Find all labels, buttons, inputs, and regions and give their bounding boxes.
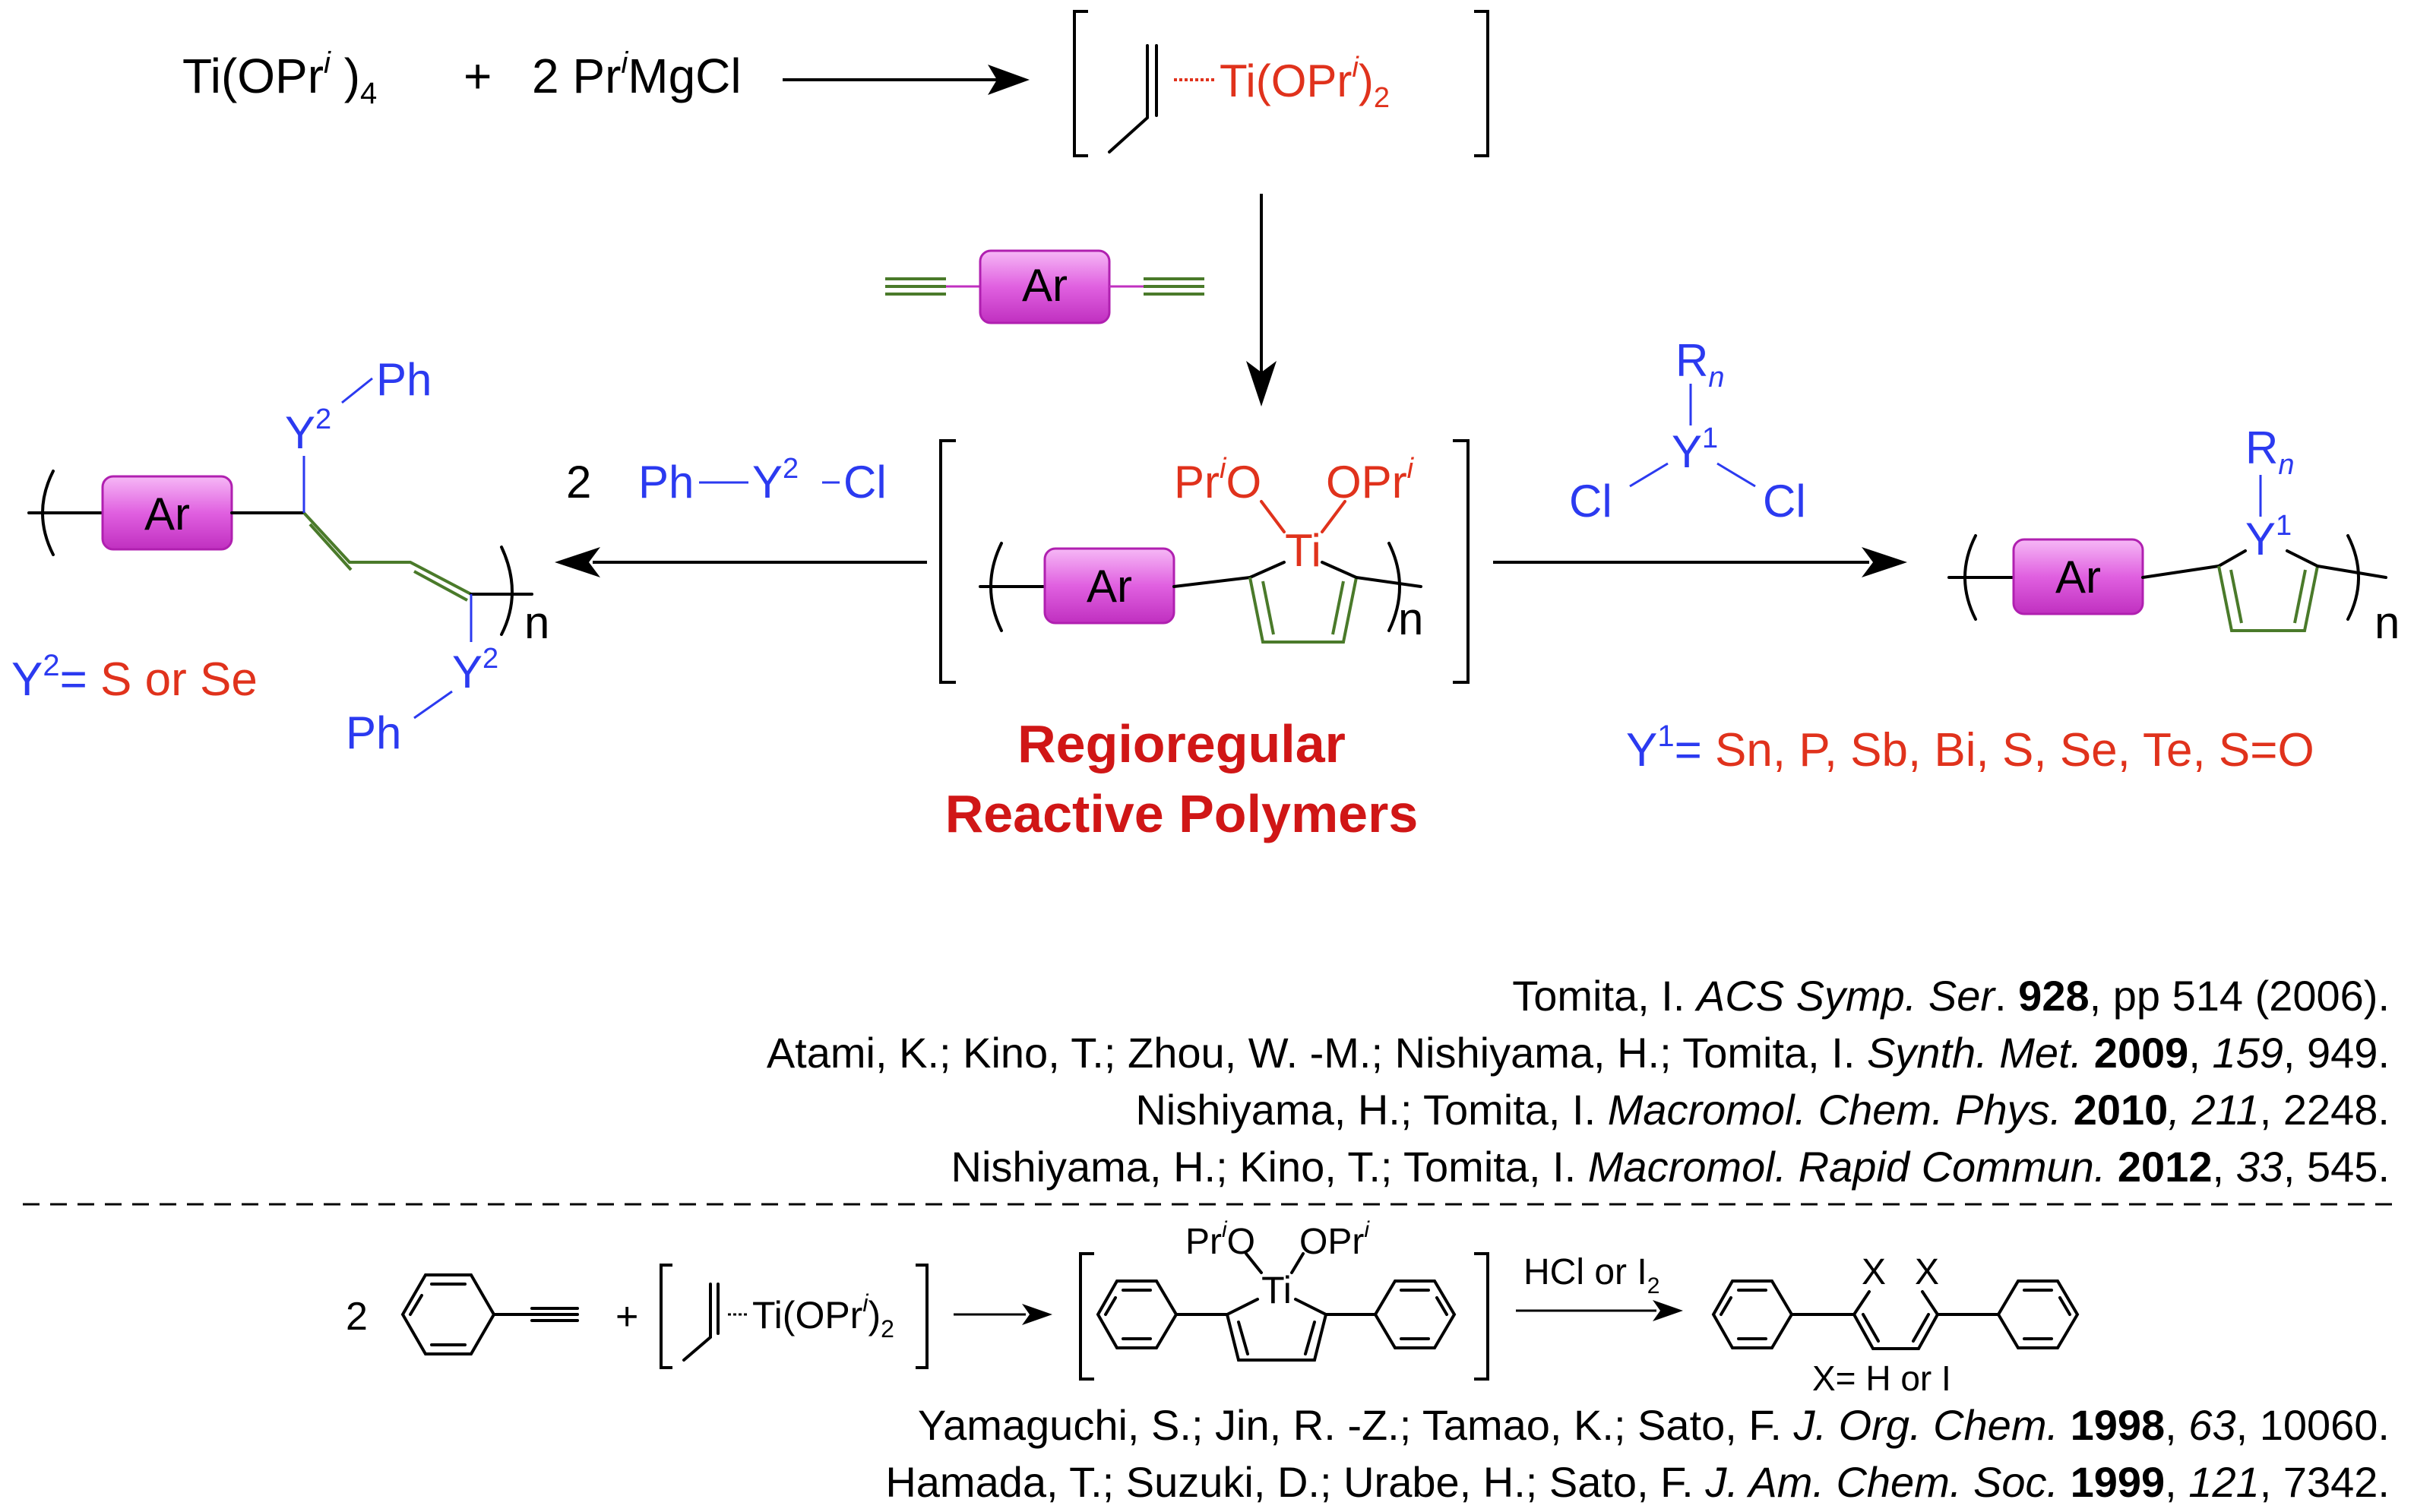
svg-text:Cl: Cl <box>843 457 887 508</box>
intermediate-complex: Ti(OPri)2 <box>1073 10 1489 157</box>
ti-sup: i <box>324 46 331 80</box>
center-polymer: Ar Ti PriO OPri n <box>939 439 1470 684</box>
caption-line2: Reactive Polymers <box>945 784 1419 843</box>
svg-text:Y1: Y1 <box>2245 510 2292 565</box>
svg-text:Rn: Rn <box>2245 422 2294 481</box>
svg-text:Nishiyama, H.; Tomita, I. Macr: Nishiyama, H.; Tomita, I. Macromol. Chem… <box>1135 1086 2390 1134</box>
svg-text:X: X <box>1915 1252 1939 1292</box>
grignard: 2 Pr <box>532 49 621 103</box>
svg-text:Y2: Y2 <box>285 403 331 458</box>
svg-text:2: 2 <box>566 457 591 508</box>
y1-right: Y <box>2245 514 2276 565</box>
legend-y1: Y <box>1626 724 1657 777</box>
svg-text:Tomita, I. ACS Symp. Ser. 928,: Tomita, I. ACS Symp. Ser. 928, pp 514 (2… <box>1512 972 2390 1020</box>
ti-atom-center: Ti <box>1285 525 1321 576</box>
svg-text:Y2: Y2 <box>752 453 799 508</box>
plus-sign: + <box>464 49 492 103</box>
right-reagent: Rn Y1 Cl Cl <box>1569 335 1806 527</box>
repeat-n-left: n <box>524 597 549 648</box>
arrowhead-down <box>1246 361 1277 406</box>
svg-text:Y1: Y1 <box>1672 422 1718 477</box>
svg-text:Ti(OPri)2: Ti(OPri)2 <box>1220 52 1390 114</box>
legend-y1-values: Sn, P, Sb, Bi, S, Se, Te, S=O <box>1715 724 2314 777</box>
top-reagents: Ti(OPri )4 + 2 PriMgCl <box>182 46 742 110</box>
svg-text:OPri: OPri <box>1326 453 1415 508</box>
y2-bottom: Y <box>452 647 482 697</box>
bottom-scheme: 2 + Ti(OPri)2 Ti <box>346 1217 2080 1398</box>
svg-text:Rn: Rn <box>1675 335 1724 394</box>
repeat-n-right: n <box>2374 597 2400 648</box>
ar-label-monomer: Ar <box>1022 260 1068 311</box>
ti-reagent: Ti(OPr <box>182 49 324 103</box>
bottom-plus: + <box>615 1295 638 1339</box>
conditions: HCl or I <box>1523 1252 1647 1292</box>
svg-text:Yamaguchi, S.; Jin, R. -Z.; Ta: Yamaguchi, S.; Jin, R. -Z.; Tamao, K.; S… <box>918 1401 2390 1449</box>
right-product: Ar Y1 Rn n <box>1947 422 2400 648</box>
bottom-coef: 2 <box>346 1295 368 1339</box>
svg-text:Ph: Ph <box>638 457 694 508</box>
ar-label-center: Ar <box>1087 561 1132 612</box>
x-legend: X= H or I <box>1812 1359 1951 1398</box>
svg-text:Nishiyama, H.; Kino, T.; Tomit: Nishiyama, H.; Kino, T.; Tomita, I. Macr… <box>951 1143 2390 1191</box>
svg-text:PriO: PriO <box>1174 453 1261 508</box>
svg-text:OPri: OPri <box>1299 1217 1370 1262</box>
repeat-n-center: n <box>1398 593 1423 644</box>
svg-text:Ti: Ti <box>1261 1269 1292 1311</box>
legend-y2-values: S or Se <box>100 653 258 706</box>
ph-bottom: Ph <box>346 707 401 758</box>
ph-top: Ph <box>376 354 432 405</box>
svg-text:Cl: Cl <box>1763 476 1806 527</box>
ar-label-right: Ar <box>2055 552 2101 603</box>
svg-text:Atami, K.; Kino, T.; Zhou, W.: Atami, K.; Kino, T.; Zhou, W. -M.; Nishi… <box>767 1029 2390 1077</box>
ar-label-left: Ar <box>144 489 190 539</box>
opr-left: Pr <box>1174 457 1220 508</box>
svg-text:Ti(OPri )4: Ti(OPri )4 <box>182 46 377 110</box>
references-bottom: Yamaguchi, S.; Jin, R. -Z.; Tamao, K.; S… <box>885 1401 2390 1506</box>
svg-text:Y1= Sn, P, Sb, Bi, S, Se, Te,: Y1= Sn, P, Sb, Bi, S, Se, Te, S=O <box>1626 720 2314 777</box>
svg-text:X: X <box>1862 1252 1886 1292</box>
arrowhead-top <box>988 65 1030 95</box>
caption-line1: Regioregular <box>1017 714 1346 773</box>
svg-text:Cl: Cl <box>1569 476 1612 527</box>
legend-y2: Y <box>11 653 43 706</box>
svg-text:HCl or I2: HCl or I2 <box>1523 1252 1659 1298</box>
arrowhead-left <box>555 547 600 577</box>
references-top: Tomita, I. ACS Symp. Ser. 928, pp 514 (2… <box>767 972 2390 1191</box>
svg-text:Y2: Y2 <box>452 643 498 697</box>
svg-text:PriO: PriO <box>1185 1217 1255 1262</box>
diyne-monomer: Ar <box>885 249 1204 324</box>
intermediate-label: Ti(OPr <box>1220 55 1352 106</box>
left-product: Ar Y2 Ph Y2 Ph n <box>27 354 549 758</box>
arrowhead-right <box>1862 547 1907 577</box>
svg-text:Ti(OPri)2: Ti(OPri)2 <box>752 1289 894 1343</box>
left-reagent: 2 Ph Y2 Cl <box>566 453 887 508</box>
svg-text:Y2= S or Se: Y2= S or Se <box>11 649 258 706</box>
svg-text:2 PriMgCl: 2 PriMgCl <box>532 46 742 103</box>
rn-right: R <box>2245 422 2278 473</box>
opr-right: OPr <box>1326 457 1407 508</box>
y2-top: Y <box>285 407 315 458</box>
svg-text:Hamada, T.; Suzuki, D.; Urabe: Hamada, T.; Suzuki, D.; Urabe, H.; Sato,… <box>885 1458 2390 1506</box>
